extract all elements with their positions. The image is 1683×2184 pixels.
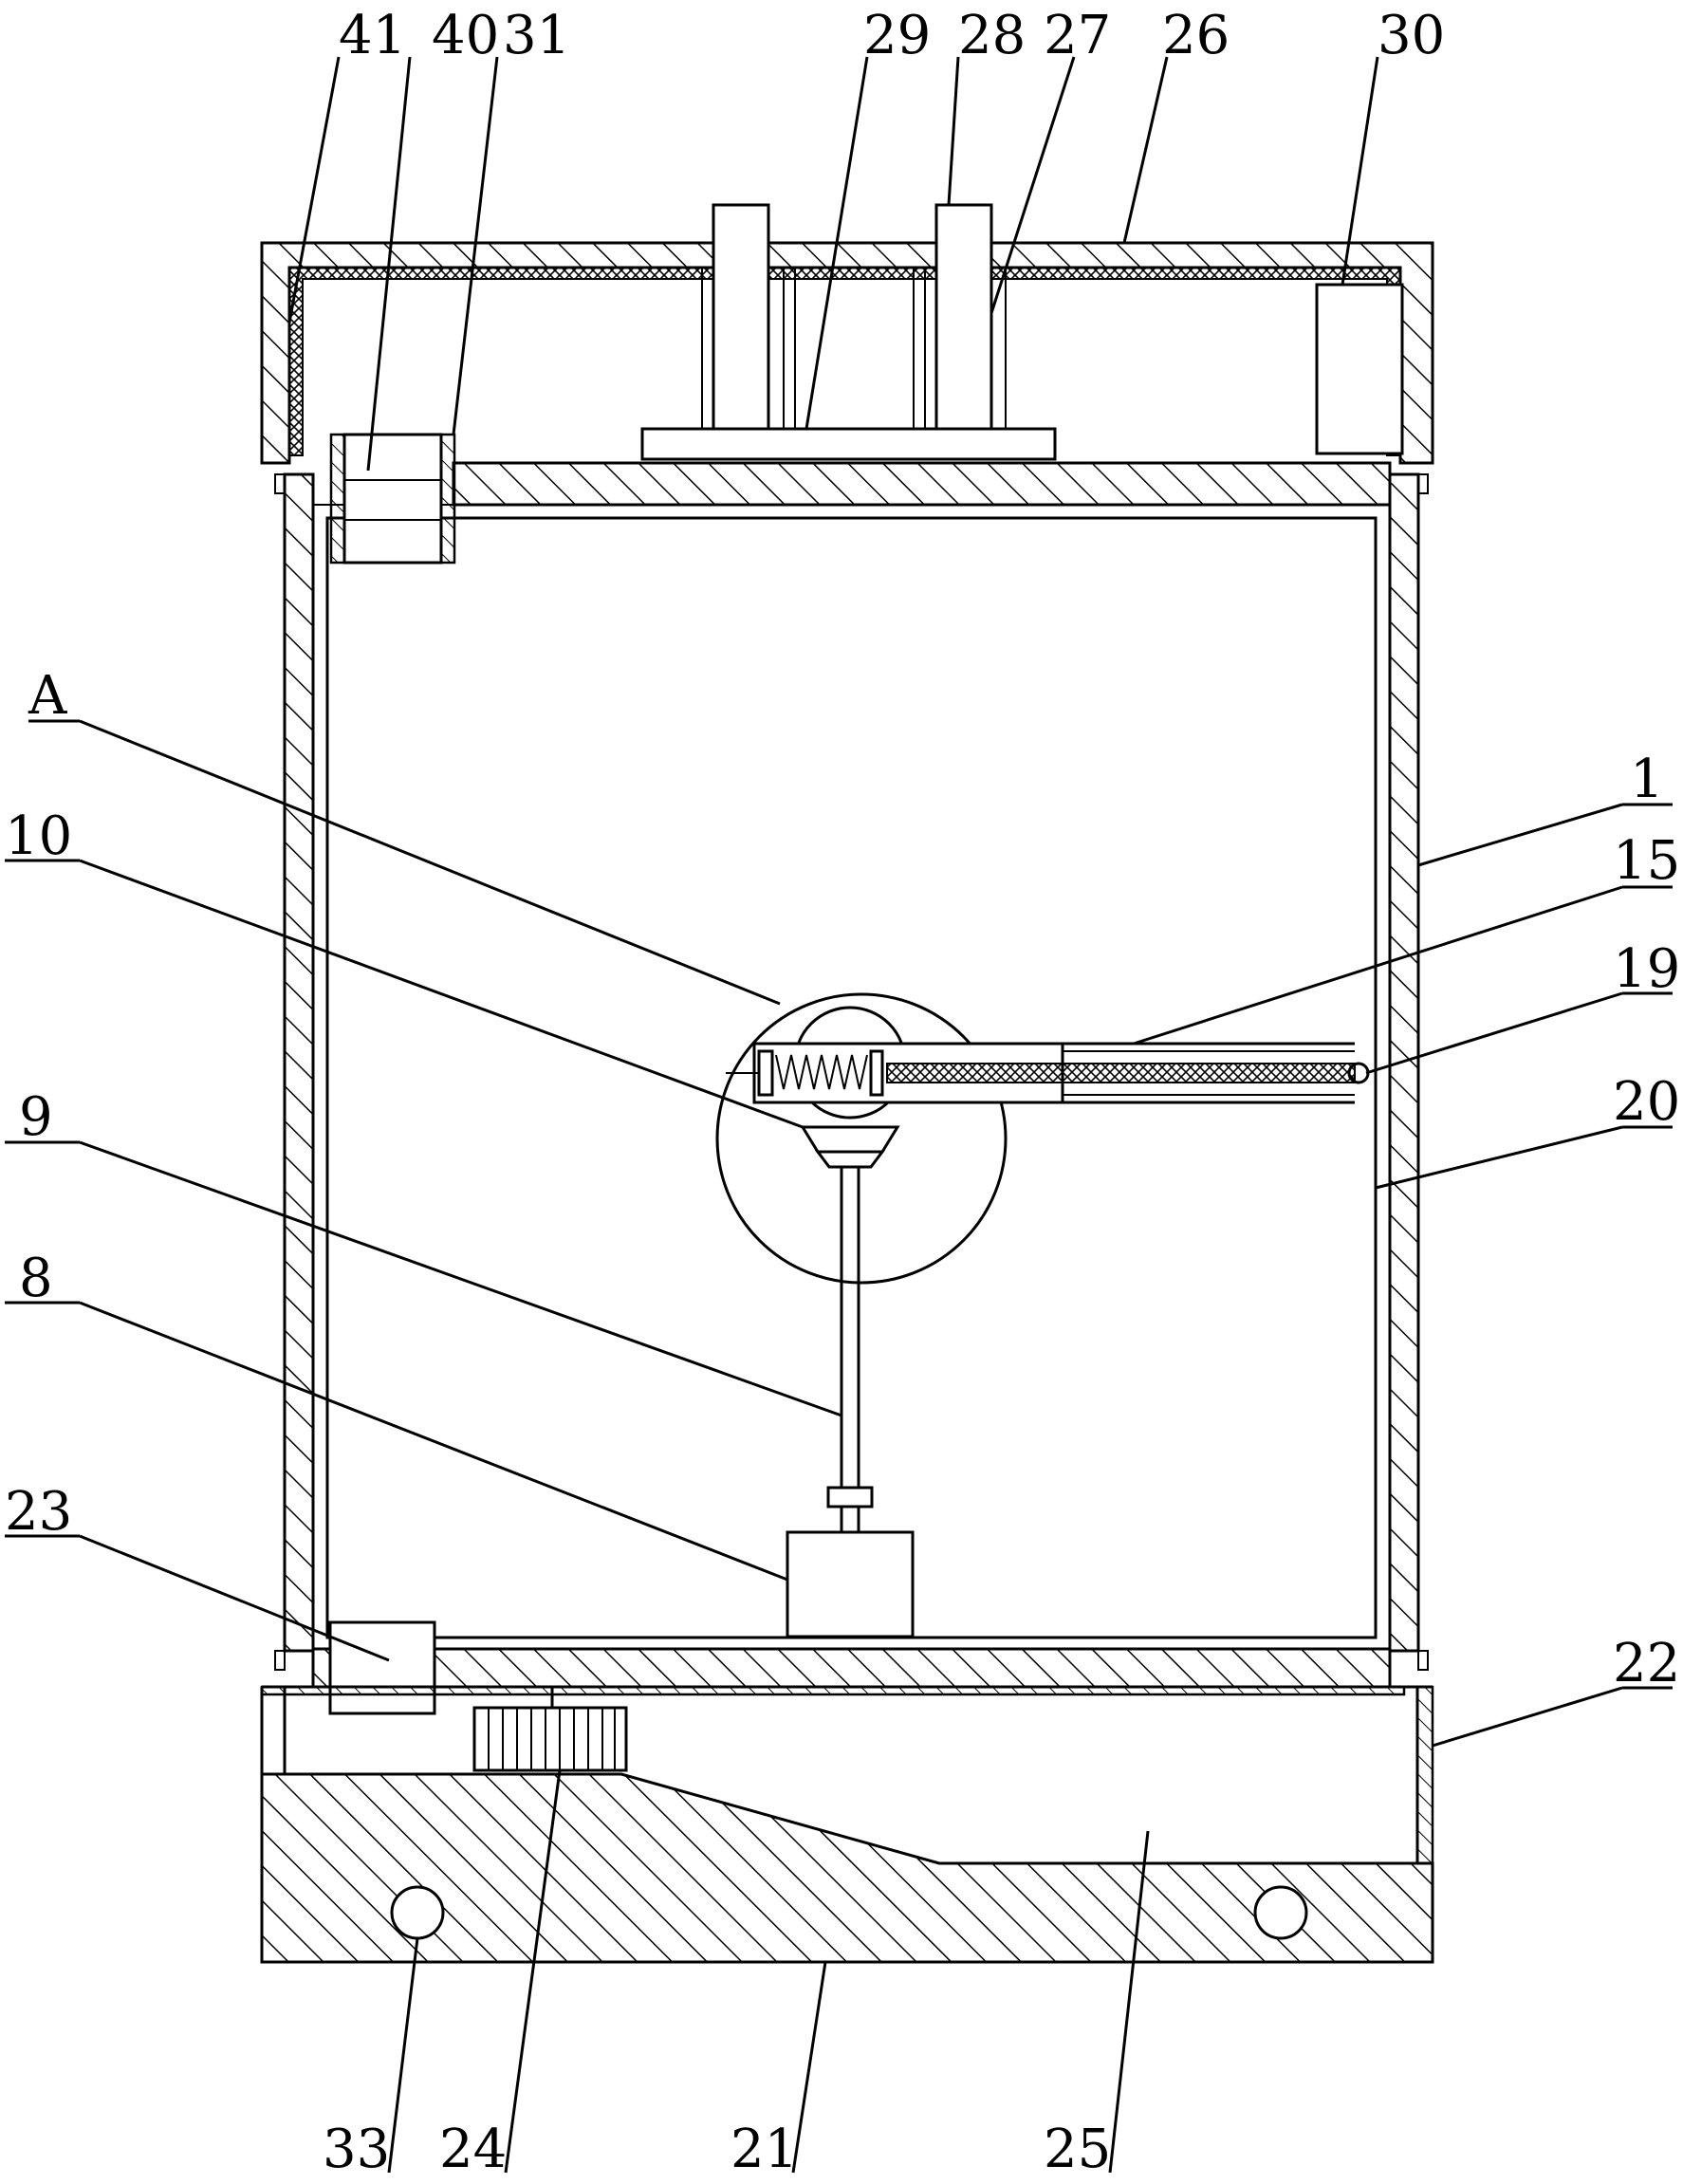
label-29: 29 [863,5,931,66]
label-25: 25 [1044,2119,1111,2180]
label-40: 40 [432,5,499,66]
label-30: 30 [1378,5,1445,66]
motor-8 [787,1532,913,1637]
label-28: 28 [958,5,1026,66]
pipe-31 [331,435,454,563]
label-15: 15 [1613,830,1680,892]
block-23 [330,1622,435,1713]
label-33: 33 [323,2119,390,2180]
label-23: 23 [5,1481,72,1543]
label-1: 1 [1630,749,1664,810]
label-41: 41 [339,5,406,66]
label-31: 31 [503,5,570,66]
label-22: 22 [1613,1633,1680,1694]
gear-24 [474,1687,626,1770]
label-26: 26 [1162,5,1230,66]
label-10: 10 [5,805,72,867]
label-27: 27 [1044,5,1111,66]
label-A: A [28,665,67,727]
label-19: 19 [1613,938,1680,1000]
label-24: 24 [439,2119,507,2180]
label-9: 9 [19,1086,53,1148]
block-30 [1317,285,1402,453]
label-8: 8 [19,1248,53,1309]
label-20: 20 [1613,1071,1680,1133]
label-21: 21 [731,2119,798,2180]
base [262,1687,1433,1962]
